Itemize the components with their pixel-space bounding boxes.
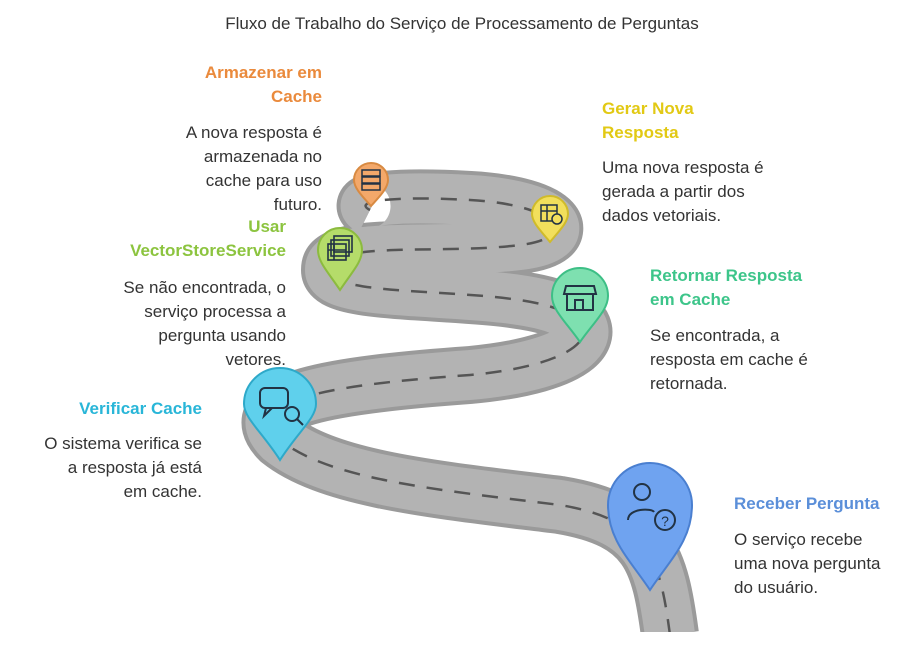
pin-verificar-cache [242,367,318,462]
step-title-gerar-resposta: Gerar Nova Resposta [602,99,694,142]
chat-search-icon [259,387,304,426]
step-title-receber-pergunta: Receber Pergunta [734,494,880,513]
pin-vectorstore [316,227,364,292]
pin-retornar-resposta [550,267,610,344]
storefront-icon [562,285,598,311]
step-title-vectorstore: Usar VectorStoreService [130,217,286,260]
step-title-retornar-resposta: Retornar Resposta em Cache [650,266,803,309]
step-desc-receber-pergunta: O serviço recebe uma nova pergunta do us… [734,530,881,597]
step-title-armazenar-cache: Armazenar em Cache [204,63,322,106]
user-question-icon: ? [627,483,676,531]
step-desc-gerar-resposta: Uma nova resposta é gerada a partir dos … [602,158,764,225]
step-desc-vectorstore: Se não encontrada, o serviço processa a … [123,278,286,369]
svg-text:?: ? [661,513,669,529]
stacked-tables-icon [327,235,353,261]
step-desc-armazenar-cache: A nova resposta é armazenada no cache pa… [185,123,322,214]
server-icon [361,169,381,191]
pin-armazenar-cache [352,162,390,208]
pin-receber-pergunta: ? [606,462,694,592]
step-desc-retornar-resposta: Se encontrada, a resposta em cache é ret… [650,326,808,393]
diagram-title: Fluxo de Trabalho do Serviço de Processa… [225,14,699,33]
pin-gerar-resposta [530,195,570,244]
table-settings-icon [540,204,563,225]
step-desc-verificar-cache: O sistema verifica se a resposta já está… [44,434,202,501]
step-title-verificar-cache: Verificar Cache [79,399,202,418]
